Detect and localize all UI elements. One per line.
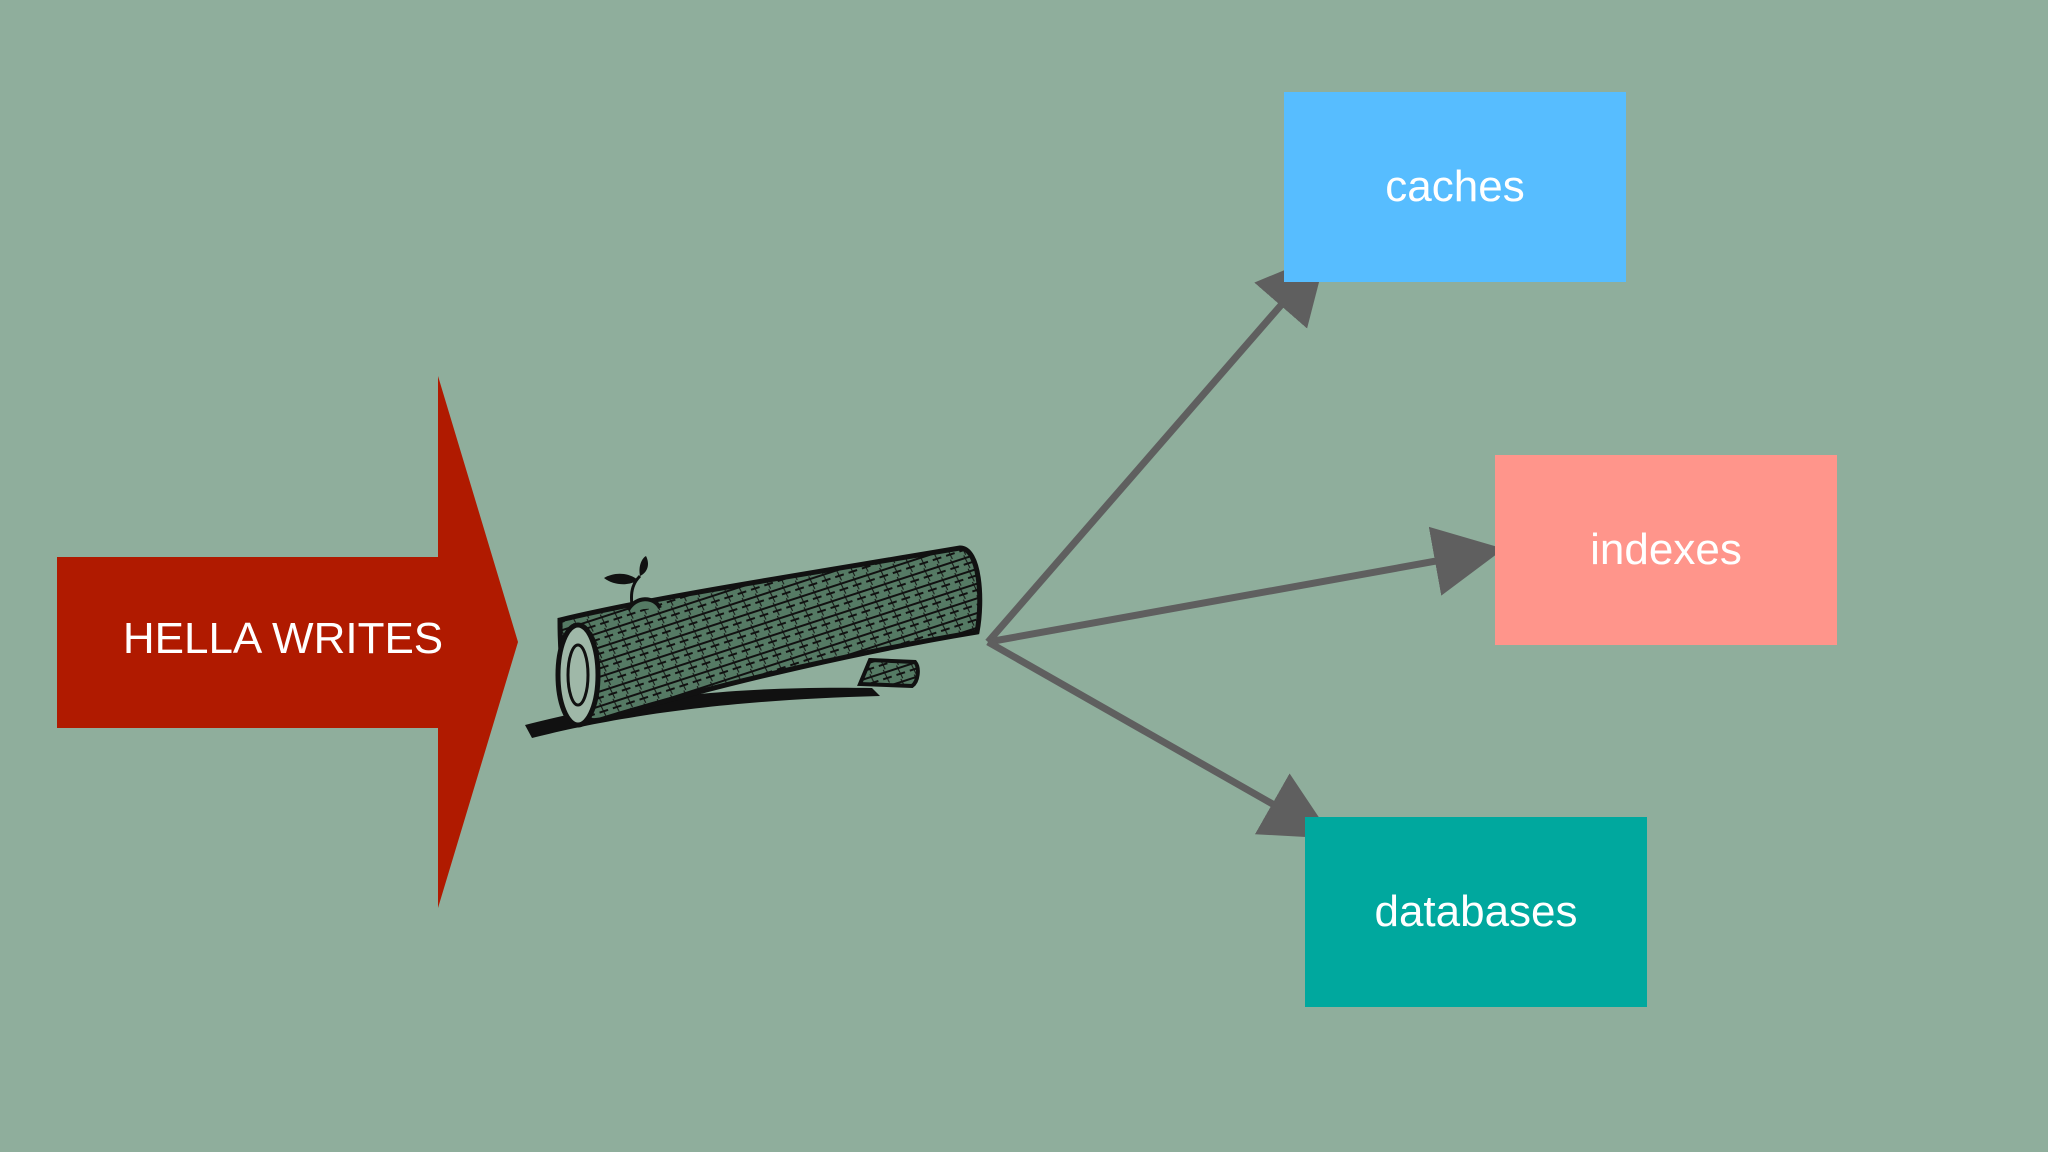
indexes-label: indexes xyxy=(1590,525,1742,574)
arrow-to-databases xyxy=(986,638,1334,839)
arrow-to-caches xyxy=(985,252,1327,645)
writes-arrow xyxy=(57,376,518,908)
indexes-box: indexes xyxy=(1495,455,1837,645)
log-icon xyxy=(525,545,983,738)
databases-label: databases xyxy=(1374,887,1578,936)
writes-label: HELLA WRITES xyxy=(122,614,444,663)
databases-box: databases xyxy=(1305,817,1647,1007)
arrow-to-indexes xyxy=(987,526,1504,646)
caches-box: caches xyxy=(1284,92,1626,282)
caches-label: caches xyxy=(1385,162,1525,211)
